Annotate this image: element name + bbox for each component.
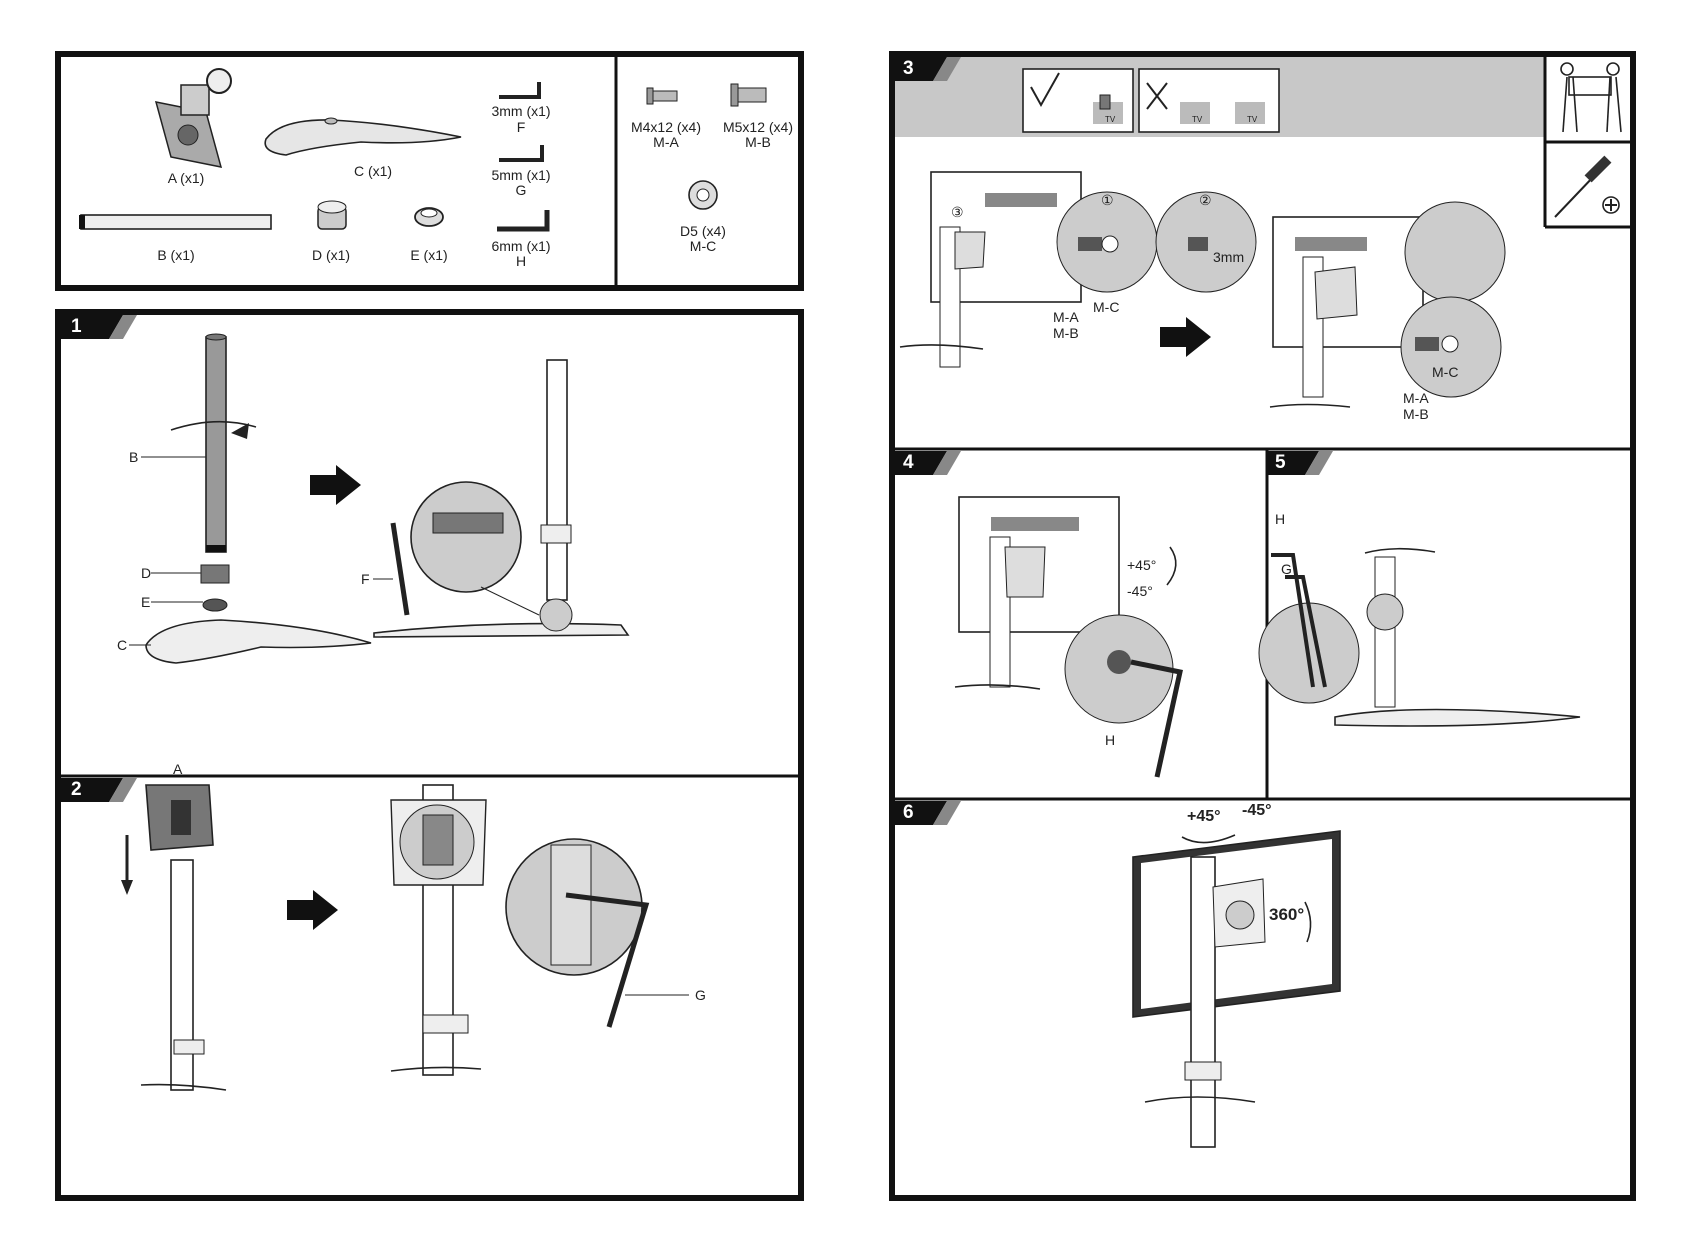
step3-circle-3: ③ — [951, 204, 964, 220]
screw-mb-code-label: M-B — [745, 134, 771, 150]
steps-3-6-illustrations — [895, 57, 1630, 1148]
step2-label-a: A — [173, 761, 183, 777]
step1-label-b: B — [129, 449, 139, 465]
screwdriver-icon — [1554, 155, 1620, 218]
tv-tag-2: TV — [1192, 115, 1203, 124]
step2-bracket-and-pole — [121, 784, 227, 1091]
step3-ma-right: M-A — [1403, 390, 1429, 406]
step2-arrow-icon — [287, 890, 338, 930]
step2-mounted-bracket — [390, 784, 689, 1076]
step5-tighten-illustration — [1258, 547, 1581, 727]
step3-mb-right: M-B — [1403, 406, 1429, 422]
step6-number: 6 — [903, 802, 914, 823]
step6-plus-tilt: +45° — [1187, 808, 1221, 825]
step6-minus-tilt: -45° — [1242, 802, 1272, 819]
two-person-lift-icon — [1560, 62, 1622, 133]
step1-arrow-icon — [310, 465, 361, 505]
part-d-clamp-icon — [317, 200, 347, 230]
parts-illustrations — [79, 57, 767, 285]
step1-label-f: F — [361, 571, 370, 587]
step4-tilt-illustration — [954, 496, 1183, 778]
part-c-base-icon — [264, 117, 462, 156]
part-h-code-label: H — [515, 253, 527, 269]
step5-number: 5 — [1275, 452, 1286, 473]
part-a-label: A (x1) — [167, 170, 205, 186]
step3-gap-label: 3mm — [1213, 249, 1245, 265]
step1-mounted-pole — [373, 359, 630, 638]
step4-plus-tilt: +45° — [1127, 557, 1157, 573]
step3-arrow-icon — [1160, 317, 1211, 357]
part-e-label: E (x1) — [410, 247, 448, 263]
step3-mc-left: M-C — [1093, 299, 1120, 315]
parts-list-panel: A (x1) C (x1) B (x1) D (x1) E (x1) 3mm (… — [55, 51, 804, 291]
allen-key-6mm-icon — [497, 210, 550, 232]
step5-label-h: H — [1275, 511, 1286, 527]
washer-mc-code-label: M-C — [689, 238, 717, 254]
part-g-code-label: G — [515, 182, 527, 198]
washer-d5-icon — [688, 180, 718, 210]
part-f-size-label: 3mm (x1) — [491, 103, 551, 119]
step3-circle-1: ① — [1101, 192, 1114, 208]
step1-number: 1 — [71, 316, 82, 337]
wrong-screw-example — [1138, 68, 1280, 133]
part-b-label: B (x1) — [157, 247, 195, 263]
step1-label-c: C — [117, 637, 128, 653]
step1-pole-assembly — [129, 333, 372, 664]
tv-tag-3: TV — [1247, 115, 1258, 124]
washer-mc-qty-label: D5 (x4) — [680, 223, 726, 239]
allen-key-5mm-icon — [499, 145, 544, 162]
part-d-label: D (x1) — [311, 247, 351, 263]
step3-monitor-left — [899, 171, 1257, 368]
part-b-pole-icon — [79, 214, 272, 230]
step3-number: 3 — [903, 58, 914, 79]
step3-monitor-right — [1269, 201, 1506, 408]
steps-1-2-panel: 1 2 B D E C F A G — [55, 309, 804, 1201]
correct-screw-example — [1022, 68, 1134, 133]
screw-ma-code-label: M-A — [653, 134, 679, 150]
tv-tag-1: TV — [1105, 115, 1116, 124]
screw-m4-icon — [646, 87, 678, 105]
steps-1-2-illustrations — [61, 315, 798, 1091]
step3-circle-2: ② — [1199, 192, 1212, 208]
part-h-size-label: 6mm (x1) — [491, 238, 551, 254]
step2-number: 2 — [71, 779, 82, 800]
step4-minus-tilt: -45° — [1127, 583, 1153, 599]
part-e-ring-icon — [414, 207, 444, 227]
step3-mc-right: M-C — [1432, 364, 1459, 380]
part-f-code-label: F — [516, 119, 526, 135]
part-a-bracket-icon — [154, 68, 232, 168]
screw-m5-icon — [730, 83, 767, 107]
step6-rotate-illustration — [1132, 830, 1341, 1148]
part-c-label: C (x1) — [353, 163, 393, 179]
step4-label-h: H — [1105, 732, 1116, 748]
step3-mb-left: M-B — [1053, 325, 1079, 341]
steps-3-6-panel: 3 4 5 6 ③ ① ② 3mm M-A M-B M-C M-C M-A M-… — [889, 51, 1636, 1201]
screw-mb-qty-label: M5x12 (x4) — [722, 119, 794, 135]
part-g-size-label: 5mm (x1) — [491, 167, 551, 183]
step1-label-e: E — [141, 594, 151, 610]
step2-label-g: G — [695, 987, 706, 1003]
allen-key-3mm-icon — [499, 82, 541, 99]
step4-number: 4 — [903, 452, 914, 473]
step1-label-d: D — [141, 565, 152, 581]
step5-label-g: G — [1281, 561, 1292, 577]
screw-ma-qty-label: M4x12 (x4) — [630, 119, 702, 135]
step3-ma-left: M-A — [1053, 309, 1079, 325]
step6-rotation-label: 360° — [1269, 905, 1305, 924]
